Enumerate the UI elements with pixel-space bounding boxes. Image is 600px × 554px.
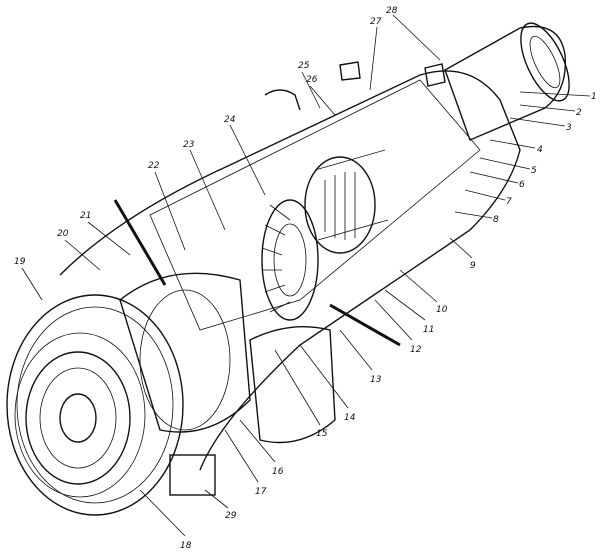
callout-7: 7 (464, 189, 512, 207)
callout-5: 5 (479, 157, 537, 176)
callout-label-15: 15 (316, 429, 328, 439)
callout-label-8: 8 (493, 215, 499, 225)
callout-23: 23 (183, 140, 226, 231)
callout-label-3: 3 (566, 123, 572, 133)
callout-1: 1 (519, 91, 597, 102)
callout-label-13: 13 (370, 375, 382, 385)
callout-25: 25 (298, 61, 321, 109)
callout-3: 3 (509, 117, 572, 133)
callout-label-17: 17 (255, 487, 267, 497)
callout-29: 29 (204, 489, 237, 521)
callout-20: 20 (57, 229, 101, 271)
callout-label-26: 26 (306, 75, 318, 85)
callout-10: 10 (399, 269, 448, 315)
callout-label-1: 1 (591, 92, 597, 102)
callout-label-9: 9 (470, 261, 476, 271)
callout-label-29: 29 (225, 511, 237, 521)
callout-label-22: 22 (148, 161, 160, 171)
callout-26: 26 (306, 75, 336, 116)
callout-label-21: 21 (80, 211, 91, 221)
callout-label-14: 14 (344, 413, 356, 423)
callout-label-25: 25 (298, 61, 310, 71)
combustion-casing (149, 79, 481, 331)
callout-11: 11 (384, 289, 434, 335)
callout-label-11: 11 (423, 325, 434, 335)
exhaust-nozzle (444, 22, 570, 141)
callout-label-20: 20 (57, 229, 69, 239)
callout-18: 18 (139, 489, 192, 551)
callout-21: 21 (80, 211, 131, 256)
rod-upper-left (113, 199, 167, 286)
callout-27: 27 (369, 17, 382, 91)
rod-lower-right (329, 303, 401, 347)
top-fittings (264, 61, 446, 111)
combustion-chamber (304, 149, 389, 254)
callout-2: 2 (519, 104, 582, 118)
compressor-section (119, 272, 251, 433)
callout-22: 22 (148, 161, 186, 251)
mount-bracket (169, 454, 216, 496)
callout-15: 15 (274, 349, 328, 439)
callout-label-24: 24 (224, 115, 236, 125)
callout-label-7: 7 (506, 197, 512, 207)
callout-label-5: 5 (531, 166, 537, 176)
callout-layer: 1 2 3 4 5 6 7 8 9 10 11 12 13 14 15 16 1… (14, 6, 597, 551)
callout-9: 9 (449, 237, 476, 271)
callout-label-27: 27 (370, 17, 382, 27)
callout-4: 4 (489, 139, 543, 155)
callout-16: 16 (239, 419, 284, 477)
callout-label-6: 6 (519, 180, 525, 190)
callout-label-10: 10 (436, 305, 448, 315)
callout-28: 28 (386, 6, 441, 61)
callout-label-4: 4 (537, 145, 543, 155)
callout-label-12: 12 (410, 345, 422, 355)
callout-label-16: 16 (272, 467, 284, 477)
lower-housing (249, 326, 336, 444)
callout-14: 14 (299, 344, 356, 423)
callout-8: 8 (454, 211, 499, 225)
engine-body (6, 22, 570, 516)
callout-12: 12 (374, 299, 422, 355)
callout-label-19: 19 (14, 257, 26, 267)
callout-label-23: 23 (183, 140, 195, 150)
callout-6: 6 (469, 171, 525, 190)
turbine-wheel (261, 199, 319, 321)
callout-19: 19 (14, 257, 43, 301)
callout-24: 24 (224, 115, 266, 196)
callout-13: 13 (339, 329, 382, 385)
callout-label-2: 2 (576, 108, 582, 118)
callout-label-28: 28 (386, 6, 398, 16)
callout-17: 17 (224, 429, 267, 497)
callout-label-18: 18 (180, 541, 192, 551)
front-intake (6, 294, 184, 516)
